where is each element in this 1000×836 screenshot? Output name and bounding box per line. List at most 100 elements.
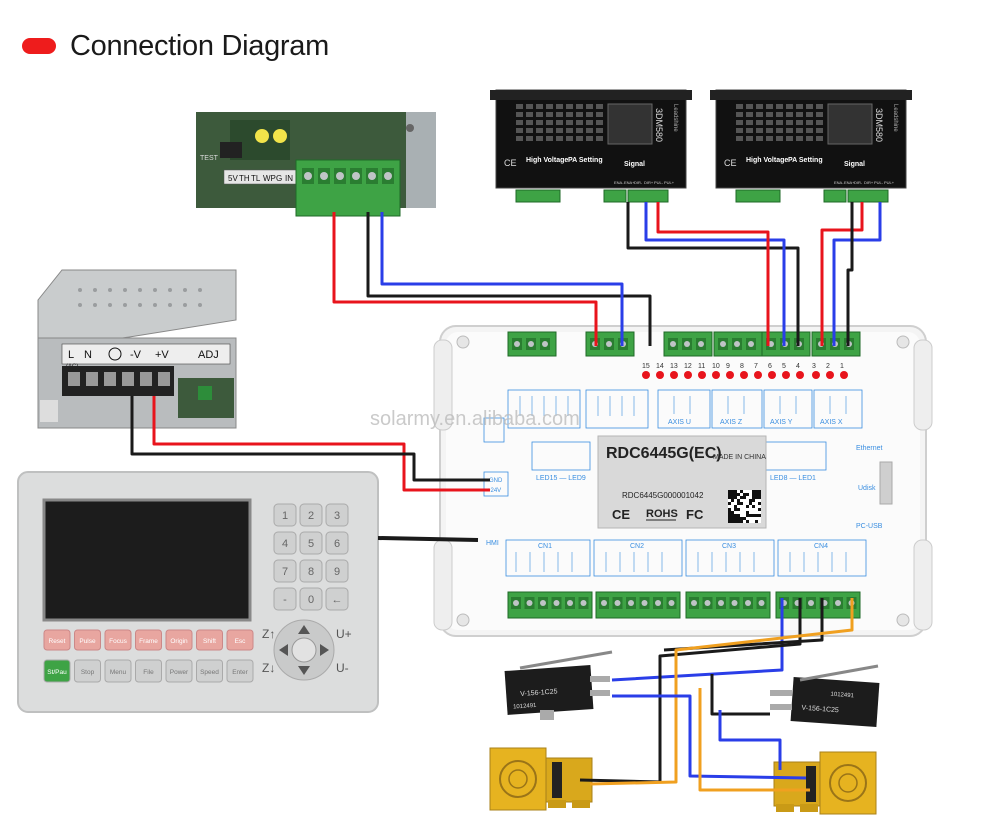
- psu-terminal-block: [62, 366, 174, 396]
- pin-number: 15: [642, 363, 650, 370]
- status-led: [740, 371, 748, 379]
- arrow-down-icon[interactable]: [298, 666, 310, 675]
- arrow-left-icon[interactable]: [279, 644, 288, 656]
- function-key[interactable]: [196, 629, 223, 651]
- function-key[interactable]: [43, 659, 71, 683]
- status-led: [656, 371, 664, 379]
- status-led: [726, 371, 734, 379]
- silk-led-right: LED8 — LED1: [770, 475, 816, 482]
- function-key[interactable]: [226, 659, 254, 683]
- function-key[interactable]: [104, 659, 132, 683]
- keypad-key[interactable]: [325, 531, 349, 555]
- function-key[interactable]: [226, 629, 254, 651]
- keypad-key[interactable]: [299, 531, 323, 555]
- silk-box-axis-u: [657, 389, 711, 429]
- psu-label-l: L: [68, 349, 74, 361]
- pin-number: 2: [826, 363, 830, 370]
- keypad-key[interactable]: [273, 587, 297, 611]
- wire-hmi-cable: [377, 536, 479, 542]
- limit-switch-right-model: V-156-1C25: [801, 705, 839, 715]
- silk-cn3: CN3: [722, 543, 736, 550]
- wire-red-laser: [332, 212, 598, 346]
- function-key[interactable]: [104, 629, 132, 651]
- wires: [130, 202, 882, 792]
- keypad-key[interactable]: [325, 587, 349, 611]
- wire-black-gnd: [130, 396, 490, 482]
- pin-number: 10: [712, 363, 720, 370]
- key-u-minus[interactable]: U-: [336, 661, 349, 675]
- function-key-label: File: [143, 669, 154, 676]
- function-key-label: Origin: [170, 638, 188, 645]
- pin-number: 6: [768, 363, 772, 370]
- function-key[interactable]: [74, 659, 101, 683]
- silk-led-left-box: [531, 441, 591, 471]
- keypad-key[interactable]: [273, 503, 297, 527]
- terminal-block: [507, 591, 593, 619]
- silk-axis-z: AXIS Z: [720, 419, 743, 426]
- function-key[interactable]: [165, 659, 193, 683]
- keypad-key[interactable]: [325, 559, 349, 583]
- limit-switch-left: V-156-1C25 1012491: [504, 650, 613, 720]
- key-z-up[interactable]: Z↑: [262, 627, 275, 641]
- driver-high-voltage-label: High Voltage: [746, 157, 788, 164]
- function-key[interactable]: [135, 659, 162, 683]
- watermark: solarmy.en.alibaba.com: [370, 408, 580, 430]
- power-input-box: [483, 471, 509, 497]
- keypad-key[interactable]: [325, 503, 349, 527]
- pin-number: 12: [684, 363, 692, 370]
- laser-psu-pin-label: 5V: [228, 174, 238, 183]
- panel-direction-pad: Z↑ U+ Z↓ U-: [262, 619, 352, 681]
- function-key-label: Enter: [232, 669, 248, 676]
- status-led: [826, 371, 834, 379]
- keypad-key-label: 4: [282, 538, 288, 550]
- driver-pin-label: ENA+: [844, 180, 855, 185]
- key-u-plus[interactable]: U+: [336, 627, 352, 641]
- function-key-label: Shift: [203, 638, 216, 645]
- function-key[interactable]: [43, 629, 71, 651]
- function-key[interactable]: [135, 629, 162, 651]
- driver-pin-label: ENA+: [624, 180, 635, 185]
- driver-brand: Leadshine: [672, 104, 678, 132]
- driver-model: 3DM580: [874, 108, 884, 142]
- wire-orange-sensor-left: [589, 598, 854, 786]
- silk-cn2: CN2: [630, 543, 644, 550]
- wire-blue-limit-left: [611, 598, 784, 682]
- function-key-label: Power: [170, 669, 189, 676]
- arrow-right-icon[interactable]: [320, 644, 329, 656]
- function-key-label: Esc: [235, 638, 247, 645]
- status-led: [642, 371, 650, 379]
- driver-pin-label: ENA-: [834, 180, 844, 185]
- function-key[interactable]: [165, 629, 193, 651]
- proximity-sensor-left: [489, 747, 593, 811]
- function-key-label: Frame: [139, 638, 158, 645]
- keypad-key[interactable]: [273, 559, 297, 583]
- pin-number: 5: [782, 363, 786, 370]
- limit-switch-left-model: V-156-1C25: [520, 688, 558, 698]
- laser-psu-pin-label: IN: [285, 174, 293, 183]
- key-z-down[interactable]: Z↓: [262, 661, 275, 675]
- pin-number: 1: [840, 363, 844, 370]
- function-key[interactable]: [196, 659, 223, 683]
- psu-label-plus-v: +V: [155, 349, 169, 361]
- arrow-up-icon[interactable]: [298, 625, 310, 634]
- keypad-key[interactable]: [299, 503, 323, 527]
- silk-box-top-2: [585, 389, 649, 429]
- wire-red-driver1: [656, 202, 770, 346]
- function-key[interactable]: [74, 629, 101, 651]
- port-ethernet: Ethernet: [856, 445, 883, 452]
- keypad-key[interactable]: [299, 587, 323, 611]
- keypad-key[interactable]: [273, 531, 297, 555]
- psu-label-adj: ADJ: [198, 349, 219, 361]
- function-key-label: St/Pau: [47, 669, 67, 676]
- wire-red-24v: [152, 396, 490, 492]
- keypad-key-label: 8: [308, 566, 314, 578]
- driver-pin-label: ENA-: [614, 180, 624, 185]
- keypad-key[interactable]: [299, 559, 323, 583]
- driver-high-voltage-label: High Voltage: [526, 157, 568, 164]
- limit-switch-right-code: 1012491: [830, 692, 854, 700]
- wire-blue-sensor-right: [612, 694, 807, 780]
